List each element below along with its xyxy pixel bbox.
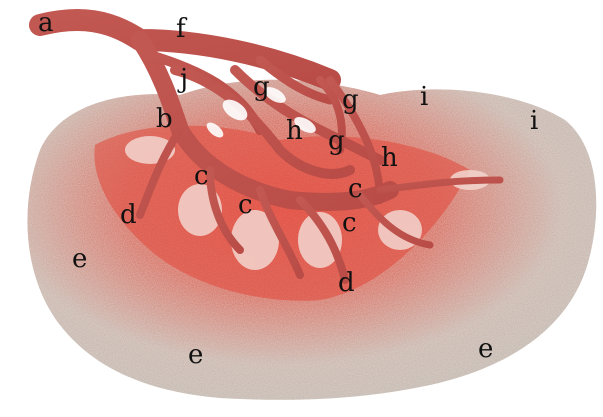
label-g-2: g bbox=[342, 87, 359, 113]
label-e-1: e bbox=[72, 246, 87, 272]
label-h-2: h bbox=[381, 145, 398, 171]
label-a: a bbox=[38, 10, 54, 36]
label-c-4: c bbox=[342, 210, 357, 236]
label-i-2: i bbox=[530, 108, 538, 134]
label-g-3: g bbox=[328, 128, 345, 154]
label-g-1: g bbox=[253, 74, 270, 100]
label-j: j bbox=[180, 66, 188, 92]
label-f: f bbox=[176, 16, 186, 42]
label-c-2: c bbox=[238, 192, 253, 218]
label-e-3: e bbox=[478, 336, 493, 362]
label-h-1: h bbox=[286, 118, 303, 144]
label-c-3: c bbox=[348, 176, 363, 202]
label-d-2: d bbox=[338, 270, 355, 296]
label-i-1: i bbox=[420, 84, 428, 110]
label-b: b bbox=[156, 106, 173, 132]
label-c-1: c bbox=[194, 163, 209, 189]
label-e-2: e bbox=[188, 342, 203, 368]
label-d-1: d bbox=[120, 202, 137, 228]
